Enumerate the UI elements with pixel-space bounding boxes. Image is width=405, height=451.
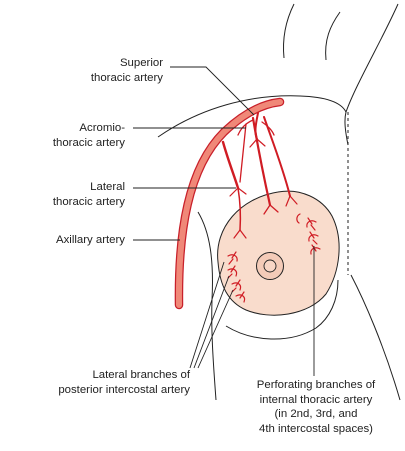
label-superior-thoracic-artery: Superior thoracic artery — [90, 57, 163, 84]
lateral-thoracic-twig — [233, 229, 241, 239]
perforating-branch-cluster — [296, 213, 301, 224]
leader-lateral-branches — [197, 289, 234, 369]
acromiothoracic-twig — [237, 119, 254, 136]
pectoral-twig — [285, 195, 291, 207]
superior-thoracic-twig — [256, 138, 266, 147]
lateral-thoracic-artery — [221, 140, 240, 190]
torso-right-outline — [350, 274, 401, 401]
breast-lower-outline — [225, 279, 339, 340]
label-lateral-branches: Lateral branches of posterior intercosta… — [58, 369, 190, 396]
intercostal-branches — [227, 213, 321, 303]
leader-superior-thoracic — [170, 66, 255, 116]
pectoral-twig — [289, 195, 298, 205]
jaw-outline — [325, 11, 341, 61]
nipple — [263, 259, 277, 273]
label-axillary-artery: Axillary artery — [56, 234, 125, 246]
lateral-thoracic-twig — [229, 187, 239, 197]
label-lateral-thoracic-artery: Lateral thoracic artery — [52, 181, 125, 208]
axillary-artery-fill — [175, 99, 283, 308]
acromiothoracic-twig — [239, 123, 247, 183]
leader-lines — [133, 66, 315, 376]
perforating-branch-cluster — [306, 217, 317, 231]
label-perforating-branches: Perforating branches of internal thoraci… — [256, 379, 376, 435]
perforating-branch-cluster — [308, 231, 319, 245]
lateral-thoracic-twig — [239, 229, 247, 239]
leader-lateral-branches — [193, 275, 230, 369]
arterial-branches — [221, 112, 298, 239]
lateral-thoracic-twig — [237, 187, 247, 195]
neck-front-outline — [283, 3, 295, 59]
lateral-branch-cluster — [227, 251, 238, 265]
leader-lateral-branches — [189, 261, 225, 369]
clavicle-outline — [157, 95, 347, 138]
pectoral-twig — [263, 204, 271, 215]
pectoral-branch — [263, 116, 291, 197]
label-acromiothoracic-artery: Acromio- thoracic artery — [52, 122, 125, 149]
arm-outline — [197, 211, 217, 401]
neck-outline — [344, 3, 399, 146]
pectoral-branch — [251, 116, 272, 207]
acromiothoracic-twig — [261, 121, 275, 136]
lateral-thoracic-artery — [237, 187, 242, 231]
pectoral-twig — [269, 204, 279, 213]
lateral-branch-cluster — [235, 291, 246, 303]
